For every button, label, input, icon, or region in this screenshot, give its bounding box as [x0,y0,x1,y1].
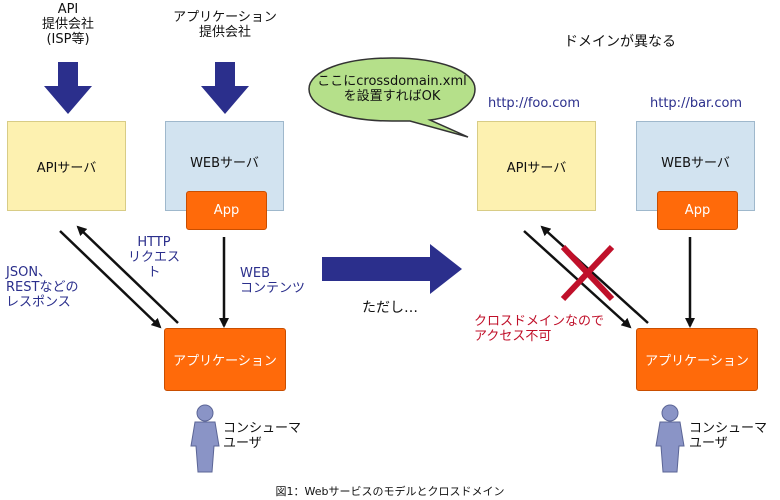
consumer-label-right: コンシューマ ユーザ [689,421,767,451]
http-request-line-1: HTTP [137,235,171,250]
transition-arrow [322,244,462,294]
app-box-left: App [186,191,267,230]
figure-caption-text: 図1：Webサービスのモデルとクロスドメイン [275,485,505,498]
speech-bubble-text: ここにcrossdomain.xml を設置すればOK [312,74,472,104]
api-provider-label: API 提供会社 (ISP等) [30,2,106,47]
response-arrow-right [523,230,632,329]
json-response-line-3: レスポンス [6,295,71,310]
api-server-box-right: APIサーバ [477,121,596,211]
provider-arrow-api [44,62,92,114]
application-box-left: アプリケーション [164,328,286,391]
api-provider-line-2: 提供会社 [41,17,94,32]
different-domain-label: ドメインが異なる [545,35,695,50]
consumer-label-left: コンシューマ ユーザ [223,421,301,451]
api-server-box-left: APIサーバ [7,121,126,211]
however-label: ただし… [350,301,430,316]
no-access-line-2: アクセス不可 [474,329,552,344]
application-label-left: アプリケーション [173,354,277,369]
request-arrow-right [540,225,649,324]
api-provider-line-1: API [57,2,79,17]
url-bar-text: http://bar.com [650,96,743,111]
consumer-figure-right [655,404,685,473]
application-box-right: アプリケーション [636,328,758,391]
url-bar: http://bar.com [650,96,742,111]
consumer-figure-left [190,404,220,473]
no-access-line-1: クロスドメインなので [474,314,605,329]
consumer-left-line-1: コンシューマ [223,421,302,436]
request-arrow-left [76,225,179,324]
provider-arrow-web [201,62,249,114]
cross-mark-b [560,244,615,302]
web-server-label-left: WEBサーバ [190,156,259,171]
speech-bubble [308,57,476,138]
json-response-line-2: RESTなどの [6,280,79,295]
api-server-label-left: APIサーバ [36,160,97,176]
web-server-label-right: WEBサーバ [661,156,730,171]
bubble-line-1: ここにcrossdomain.xml [317,74,467,89]
web-contents-label: WEB コンテンツ [240,266,320,296]
json-response-line-1: JSON、 [6,265,52,280]
response-arrow-left [59,230,162,329]
application-label-right: アプリケーション [645,354,749,369]
consumer-right-line-1: コンシューマ [689,421,768,436]
app-box-right: App [657,191,738,230]
app-provider-line-2: 提供会社 [198,25,251,40]
app-label-right: App [684,203,711,218]
different-domain-text: ドメインが異なる [564,34,676,50]
http-request-line-2: リクエスト [127,250,180,280]
url-foo: http://foo.com [488,96,580,111]
figure-caption: 図1：Webサービスのモデルとクロスドメイン [0,483,780,499]
api-server-label-right: APIサーバ [506,160,567,176]
url-foo-text: http://foo.com [488,96,580,111]
consumer-right-line-2: ユーザ [689,436,728,451]
web-contents-line-2: コンテンツ [240,281,306,296]
app-provider-line-1: アプリケーション [173,10,277,25]
no-access-label: クロスドメインなので アクセス不可 [474,314,614,344]
json-response-label: JSON、 RESTなどの レスポンス [6,265,86,310]
app-label-left: App [213,203,240,218]
however-text: ただし… [362,300,418,316]
bubble-line-2: を設置すればOK [343,89,441,104]
web-contents-line-1: WEB [240,266,270,281]
http-request-label: HTTP リクエスト [124,235,184,280]
api-provider-line-3: (ISP等) [46,32,90,47]
consumer-left-line-2: ユーザ [223,436,262,451]
app-provider-label: アプリケーション 提供会社 [168,10,282,40]
